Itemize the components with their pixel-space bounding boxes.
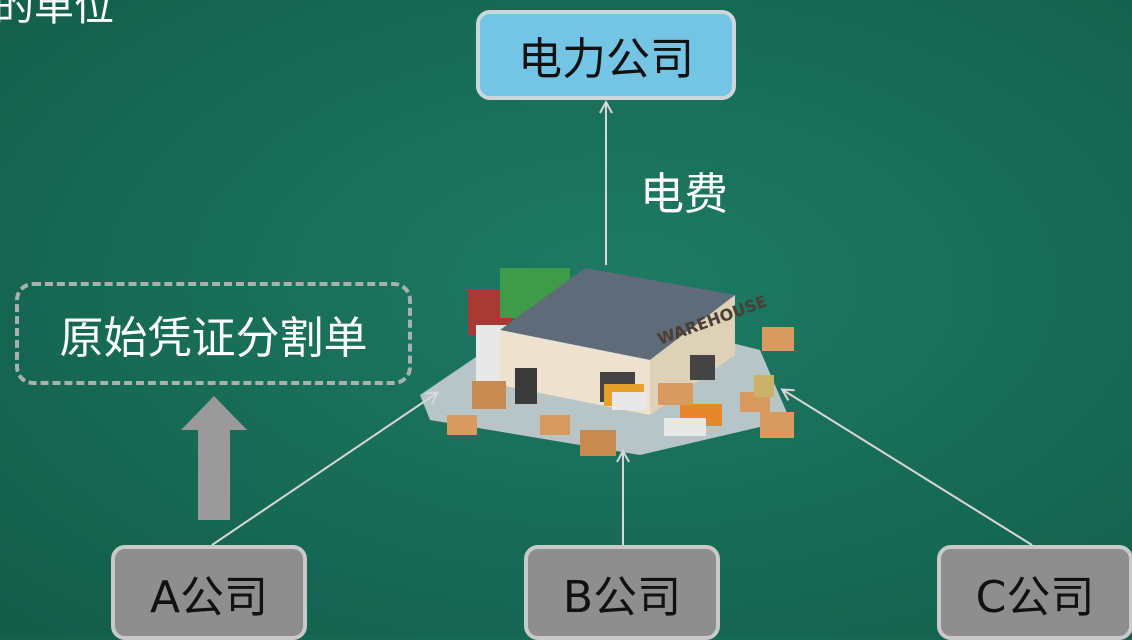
voucher-label: 原始凭证分割单 (59, 312, 368, 364)
company-b-box: B公司 (524, 545, 720, 640)
company-a-box: A公司 (111, 545, 307, 640)
arrow-from-company-a (211, 393, 437, 546)
power-company-box: 电力公司 (476, 10, 736, 100)
thick-up-arrow (181, 396, 247, 520)
voucher-box: 原始凭证分割单 (15, 282, 412, 385)
company-c-label: C公司 (975, 571, 1095, 623)
power-company-label: 电力公司 (518, 34, 694, 85)
clipped-heading: 的单位 (0, 0, 114, 30)
warehouse-illustration: WAREHOUSE (420, 268, 794, 456)
company-c-box: C公司 (937, 545, 1132, 640)
company-a-label: A公司 (149, 571, 269, 623)
company-b-label: B公司 (562, 571, 682, 623)
electricity-fee-label: 电费 (640, 169, 728, 220)
arrow-from-company-c (783, 390, 1033, 546)
